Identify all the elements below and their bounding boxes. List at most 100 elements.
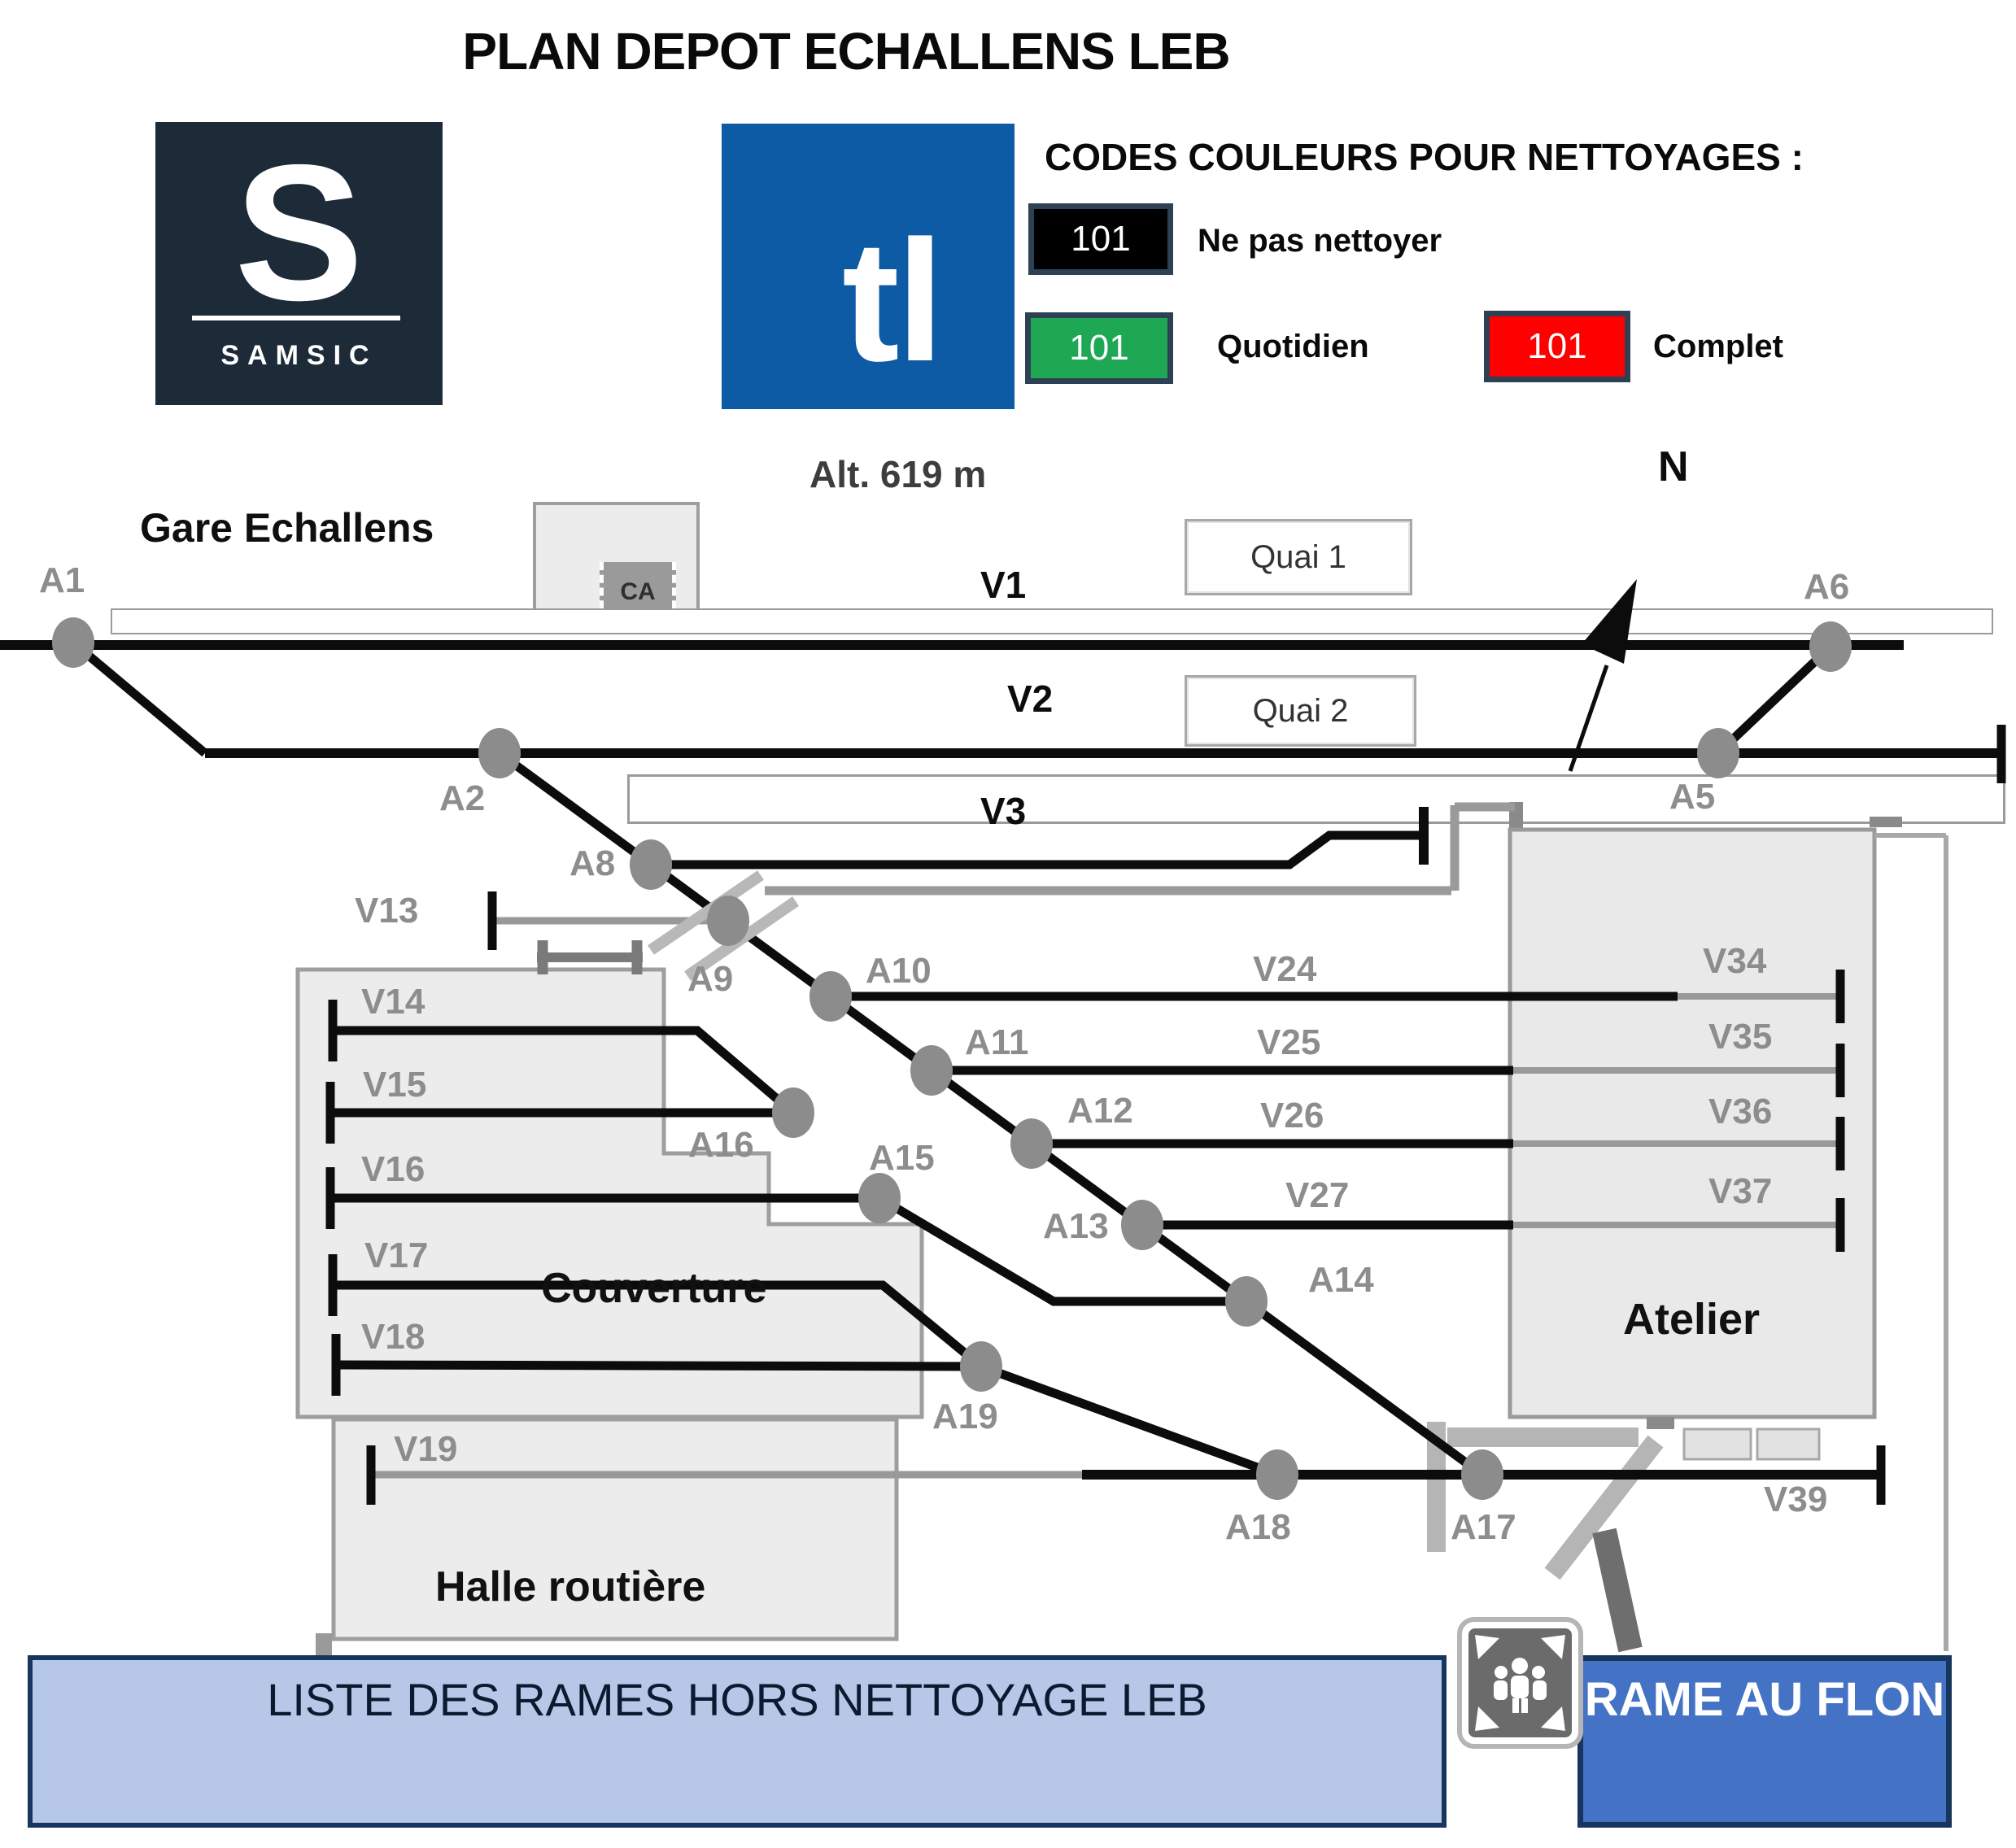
track-label-v34: V34 [1703,941,1767,981]
switch-nodes [52,617,1852,1500]
atelier-building [1508,827,1877,1419]
gate-bar-vertical [1427,1422,1446,1552]
assembly-point-icon [1457,1617,1583,1749]
track-label-v18: V18 [361,1317,425,1357]
platform-bar-horizontal [1447,1427,1639,1447]
switch-label-a16: A16 [688,1125,754,1165]
switch-label-a15: A15 [869,1138,935,1178]
track-v14 [333,1026,796,1117]
legend-code-black: 101 [1071,219,1131,259]
track-v17 [333,1280,984,1371]
switch-label-a1: A1 [39,560,85,600]
rame-au-flon-text: RAME AU FLON [1584,1673,1945,1726]
arrow-top-left-icon [1475,1635,1499,1659]
switch-node-a13 [1121,1200,1163,1250]
legend-swatch-black: 101 [1028,203,1173,275]
quai-1-box: Quai 1 [1185,519,1412,595]
track-v3 [651,830,1420,870]
couverture-label: Couverture [541,1265,767,1312]
track-label-v26: V26 [1260,1096,1324,1135]
buffer-stop-symbol [537,940,643,974]
switch-label-a10: A10 [866,951,932,991]
track-label-v27: V27 [1285,1175,1350,1215]
track-label-v37: V37 [1708,1171,1773,1211]
buildings [295,827,1877,1641]
switch-link-a1 [70,639,208,757]
switch-label-a11: A11 [965,1022,1029,1062]
quai-1-label: Quai 1 [1250,538,1346,575]
arrow-top-right-icon [1541,1635,1565,1659]
north-label: N [1658,443,1689,490]
switch-label-a17: A17 [1451,1507,1516,1547]
legend-label-complet: Complet [1653,329,1783,364]
quai-2-box: Quai 2 [1185,675,1416,747]
legend-label-ne-pas-nettoyer: Ne pas nettoyer [1198,223,1442,259]
switch-label-a5: A5 [1669,777,1716,817]
liste-bar-text: LISTE DES RAMES HORS NETTOYAGE LEB [267,1674,1207,1725]
legend-code-red: 101 [1527,326,1587,366]
legend-swatch-red: 101 [1484,311,1630,382]
gray-tracks [371,802,1948,1651]
switch-node-a8 [630,839,672,890]
samsic-logo: S SAMSIC [155,122,443,405]
track-label-v35: V35 [1708,1017,1773,1057]
switch-node-a18 [1256,1449,1298,1500]
track-label-v39: V39 [1764,1480,1828,1519]
halle-label: Halle routière [435,1563,706,1610]
samsic-logo-letter: S [234,125,364,341]
switch-node-a11 [910,1045,953,1096]
track-label-v3: V3 [980,790,1027,832]
yard-gray-elements [1427,1422,1821,1653]
samsic-logo-name: SAMSIC [220,340,377,371]
altitude-label: Alt. 619 m [809,453,987,495]
arrow-bottom-right-icon [1541,1706,1565,1731]
assembly-point-svg [1457,1617,1583,1749]
switch-node-a9 [707,896,749,946]
atelier-label: Atelier [1623,1295,1761,1344]
liste-bar: LISTE DES RAMES HORS NETTOYAGE LEB [28,1655,1447,1828]
ramp-bar-dark [1592,1528,1643,1653]
assembly-corner-arrows [1475,1635,1565,1731]
track-label-v36: V36 [1708,1092,1773,1131]
track-label-v14: V14 [361,982,425,1022]
legend-title: CODES COULEURS POUR NETTOYAGES : [1045,136,1804,178]
north-arrow-shaft [1568,665,1609,772]
switch-node-a5 [1697,728,1739,778]
v3-platform-strip [627,774,2005,824]
switch-label-a6: A6 [1804,567,1850,607]
samsic-logo-rule [192,316,400,320]
shed-box-1 [1682,1427,1752,1461]
north-arrow-head [1582,579,1637,664]
north-arrow [1568,579,1637,772]
switch-label-a9: A9 [687,959,734,999]
switch-node-a14 [1225,1276,1268,1327]
switch-node-a17 [1461,1449,1503,1500]
switch-label-a2: A2 [439,778,486,818]
shed-box-2 [1756,1427,1821,1461]
switch-link-a6-a5 [1715,643,1834,756]
platform-door-mark [1870,817,1902,827]
track-label-v15: V15 [363,1065,427,1105]
track-v18 [335,1360,982,1371]
track-label-v25: V25 [1257,1022,1321,1062]
switch-label-a18: A18 [1225,1507,1291,1547]
rame-au-flon-box: RAME AU FLON [1577,1655,1952,1828]
atelier-door-mark [1647,1417,1674,1429]
link-a15-a14 [877,1194,1246,1306]
track-label-v24: V24 [1253,949,1317,989]
end-stops [325,725,2006,1505]
ca-label: CA [620,578,656,605]
ramp-bar-light [1544,1435,1664,1580]
quai-2-label: Quai 2 [1252,692,1349,729]
link-a19-a18 [980,1362,1279,1480]
track-label-v19: V19 [394,1429,458,1469]
switch-node-a15 [858,1173,901,1223]
page-title: PLAN DEPOT ECHALLENS LEB [462,22,1230,81]
halle-routiere-building [331,1417,899,1641]
switch-label-a12: A12 [1067,1091,1133,1131]
track-label-v1: V1 [980,564,1027,606]
track-label-v17: V17 [364,1236,429,1275]
switch-label-a13: A13 [1043,1206,1109,1246]
